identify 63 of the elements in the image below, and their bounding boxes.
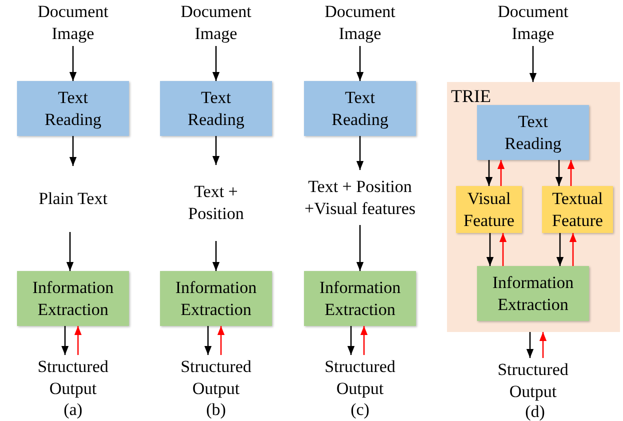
- arrow: [356, 46, 364, 81]
- node-text: Document Image: [496, 1, 570, 45]
- arrow: [497, 160, 505, 186]
- box-label: Information Extraction: [491, 272, 575, 316]
- node-text: Text + Position +Visual features: [304, 176, 416, 220]
- feature-box: [456, 186, 522, 233]
- process-box: [304, 271, 416, 326]
- arrow: [347, 326, 355, 355]
- arrow: [204, 326, 212, 355]
- arrow: [212, 136, 220, 165]
- subfigure-label: (c): [350, 400, 370, 420]
- node-text: Text + Position: [187, 181, 245, 225]
- node-text: Structured Output: [180, 356, 252, 400]
- arrow: [485, 160, 493, 186]
- arrow: [356, 225, 364, 271]
- box-label: Information Extraction: [318, 276, 402, 320]
- arrow: [486, 233, 494, 266]
- process-box: [160, 81, 272, 136]
- arrow: [526, 332, 534, 358]
- process-box: [477, 266, 589, 321]
- node-text: Structured Output: [496, 358, 570, 402]
- feature-box: [542, 186, 613, 233]
- arrow: [212, 46, 220, 81]
- box-label: Visual Feature: [462, 188, 516, 232]
- arrow: [217, 326, 225, 355]
- arrow: [529, 46, 537, 82]
- arrow: [356, 136, 364, 170]
- arrow: [360, 326, 368, 355]
- arrow: [66, 232, 74, 271]
- process-box: [17, 81, 129, 136]
- arrow: [74, 326, 82, 355]
- node-text: Plain Text: [38, 188, 108, 210]
- box-label: Information Extraction: [31, 276, 115, 320]
- node-text: Document Image: [36, 1, 110, 45]
- node-text: Structured Output: [324, 356, 396, 400]
- subfigure-label: (a): [64, 400, 82, 420]
- box-label: Text Reading: [186, 86, 246, 130]
- node-text: Document Image: [324, 1, 396, 45]
- node-text: Document Image: [180, 1, 252, 45]
- arrow: [539, 332, 547, 358]
- arrow: [212, 241, 220, 271]
- arrow: [69, 46, 77, 81]
- module-title: TRIE: [451, 85, 491, 108]
- box-label: Information Extraction: [174, 276, 258, 320]
- subfigure-label: (b): [206, 400, 226, 420]
- subfigure-label: (d): [525, 402, 545, 421]
- node-text: Structured Output: [36, 356, 110, 400]
- process-box: [160, 271, 272, 326]
- arrow: [69, 136, 77, 166]
- box-label: Text Reading: [504, 110, 562, 154]
- arrow: [567, 160, 575, 186]
- arrow: [555, 160, 563, 186]
- module-container: [447, 82, 620, 332]
- box-label: Text Reading: [44, 86, 102, 130]
- arrow: [61, 326, 69, 355]
- process-box: [17, 271, 129, 326]
- process-box: [304, 81, 416, 136]
- arrow: [569, 233, 577, 266]
- arrow: [556, 233, 564, 266]
- box-label: Text Reading: [330, 86, 390, 130]
- arrow: [499, 233, 507, 266]
- process-box: [477, 105, 589, 160]
- box-label: Textual Feature: [551, 188, 604, 232]
